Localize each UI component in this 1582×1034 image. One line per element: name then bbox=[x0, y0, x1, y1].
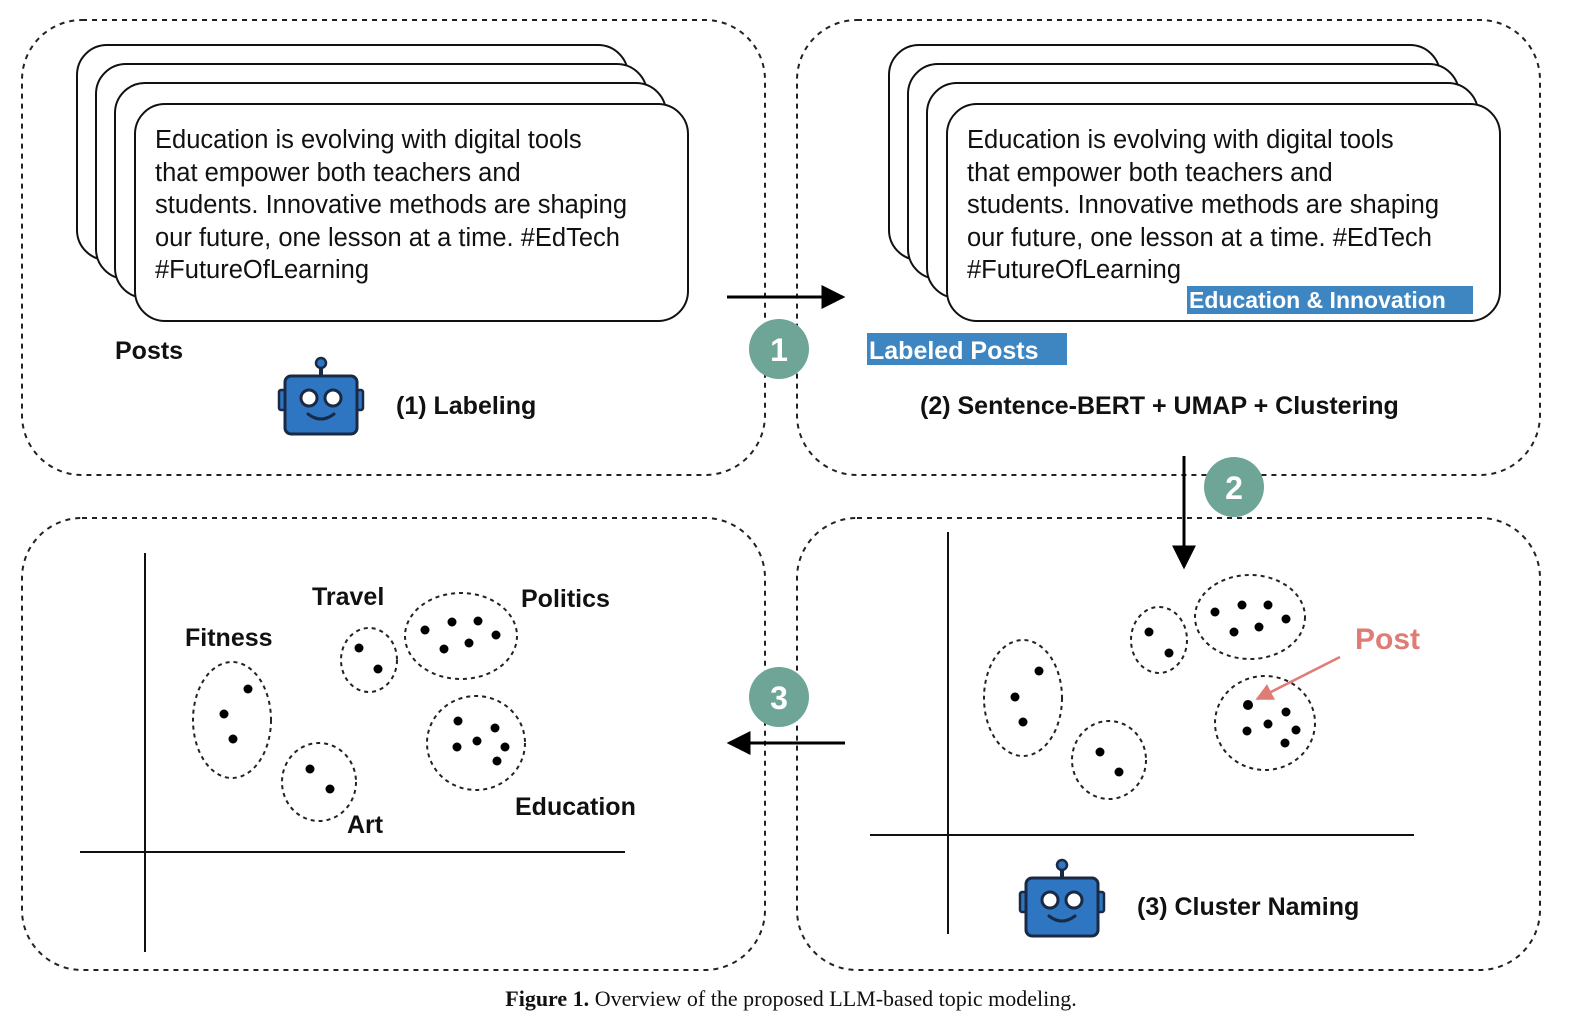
labeled-posts-label: Labeled Posts bbox=[869, 337, 1039, 365]
post-topic-label: Education & Innovation bbox=[1189, 287, 1446, 313]
post-pointer-arrow bbox=[1255, 655, 1341, 701]
robot-icon bbox=[277, 356, 365, 436]
cluster bbox=[1194, 574, 1306, 660]
panel-named-clusters: Fitness Travel Politics Art Education bbox=[21, 517, 766, 971]
cluster-fitness bbox=[192, 661, 272, 779]
step-label-labeling: (1) Labeling bbox=[396, 392, 536, 420]
cluster bbox=[1071, 720, 1147, 800]
caption-text: Overview of the proposed LLM-based topic… bbox=[589, 986, 1077, 1011]
svg-text:2: 2 bbox=[1225, 470, 1243, 506]
cluster-education bbox=[426, 695, 526, 791]
step-label-cluster-naming: (3) Cluster Naming bbox=[1137, 893, 1359, 921]
step-badge-3: 3 bbox=[749, 667, 809, 727]
robot-icon bbox=[1018, 858, 1106, 938]
step-label-clustering: (2) Sentence-BERT + UMAP + Clustering bbox=[920, 392, 1399, 420]
cluster-art bbox=[281, 742, 357, 822]
cluster-label-art: Art bbox=[347, 811, 384, 839]
cluster bbox=[1130, 606, 1188, 674]
svg-text:1: 1 bbox=[770, 332, 788, 368]
cluster-travel bbox=[340, 627, 398, 693]
cluster bbox=[1214, 675, 1316, 771]
figure-caption: Figure 1. Overview of the proposed LLM-b… bbox=[0, 986, 1582, 1012]
panel-cluster-naming: Post (3) Cluster Naming bbox=[796, 517, 1541, 971]
cluster-label-travel: Travel bbox=[312, 583, 384, 611]
step-badge-1: 1 bbox=[749, 319, 809, 379]
step-badge-2: 2 bbox=[1204, 457, 1264, 517]
cluster-label-politics: Politics bbox=[521, 585, 610, 613]
posts-label: Posts bbox=[115, 337, 183, 365]
svg-text:3: 3 bbox=[770, 680, 788, 716]
post-text-labeled: Education is evolving with digital tools… bbox=[967, 126, 1440, 284]
caption-prefix: Figure 1. bbox=[505, 986, 590, 1011]
panel-labeling: Posts (1) Labeling bbox=[21, 19, 766, 476]
panel-embedding: Education & Innovation Labeled Posts (2)… bbox=[796, 19, 1541, 476]
cluster-politics bbox=[404, 592, 518, 680]
post-pointer-label: Post bbox=[1355, 623, 1420, 656]
cluster-label-fitness: Fitness bbox=[185, 624, 273, 652]
post-text-raw: Education is evolving with digital tools… bbox=[155, 126, 628, 284]
cluster-label-education: Education bbox=[515, 793, 636, 821]
cluster bbox=[983, 639, 1063, 757]
